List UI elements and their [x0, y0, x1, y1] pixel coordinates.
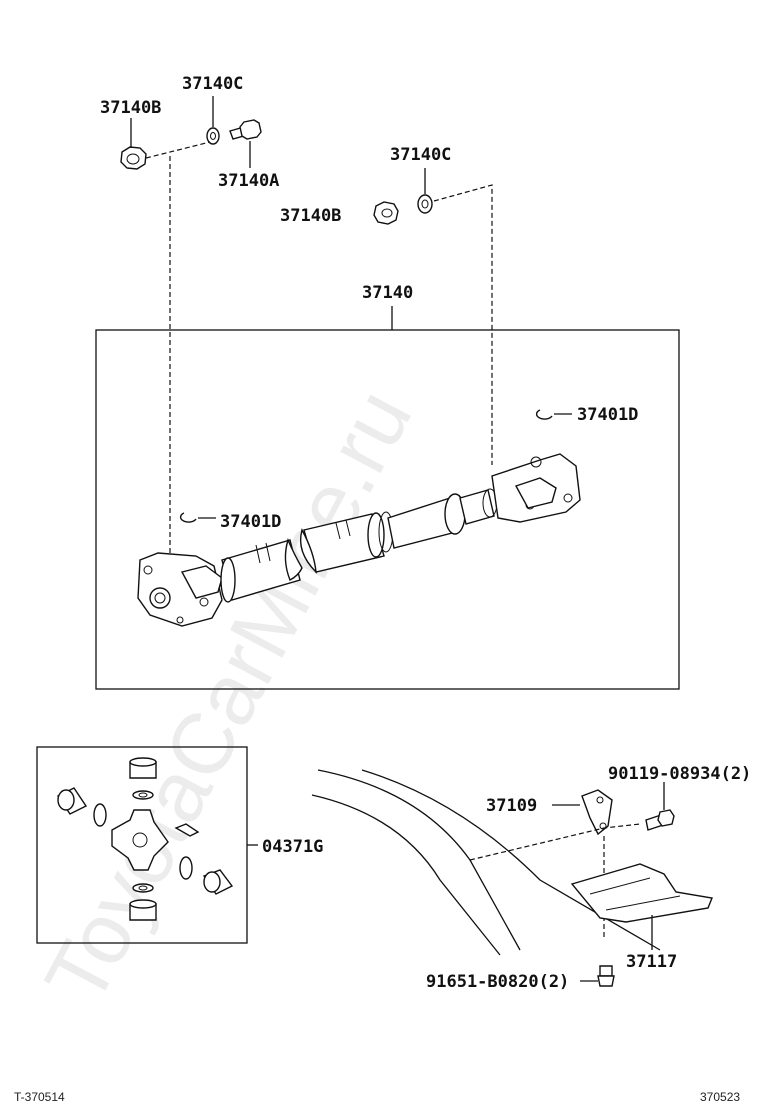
- label-37401D-left: 37401D: [220, 512, 281, 532]
- bracket-37109: [581, 789, 613, 836]
- label-37140: 37140: [362, 283, 413, 303]
- bolt-90119: [645, 809, 675, 831]
- label-37140C-mid: 37140C: [390, 145, 451, 165]
- label-37140B-mid: 37140B: [280, 206, 341, 226]
- label-37401D-right: 37401D: [577, 405, 638, 425]
- cover-37117: [570, 863, 713, 923]
- watermark: ToyotaCarMine.ru: [27, 375, 430, 1019]
- snap-ring-37401D-left: [179, 512, 197, 523]
- nut-37140B-top: [120, 146, 147, 170]
- universal-joint-kit: [56, 757, 234, 921]
- assembly-box-37140: [95, 329, 680, 690]
- label-37140C-top: 37140C: [182, 74, 243, 94]
- bolt-37140A: [229, 119, 262, 140]
- nut-37140B-mid: [373, 201, 399, 225]
- washer-37140C-top: [206, 127, 220, 145]
- dash-right: [433, 184, 493, 465]
- label-37140A: 37140A: [218, 171, 279, 191]
- label-37140B-top: 37140B: [100, 98, 161, 118]
- dash-bracket: [469, 823, 641, 861]
- washer-37140C-mid: [417, 194, 433, 214]
- footer-left-code: T-370514: [14, 1090, 65, 1104]
- label-04371G: 04371G: [262, 837, 323, 857]
- label-37117: 37117: [626, 952, 677, 972]
- bolt-91651: [597, 965, 615, 987]
- label-91651: 91651-B0820(2): [426, 972, 569, 992]
- snap-ring-37401D-right: [535, 409, 553, 420]
- propeller-shaft: [137, 453, 581, 627]
- label-37109: 37109: [486, 796, 537, 816]
- label-90119: 90119-08934(2): [608, 764, 751, 784]
- dash-top-1: [145, 141, 211, 159]
- frame-rails: [311, 769, 661, 956]
- footer-right-code: 370523: [700, 1090, 740, 1104]
